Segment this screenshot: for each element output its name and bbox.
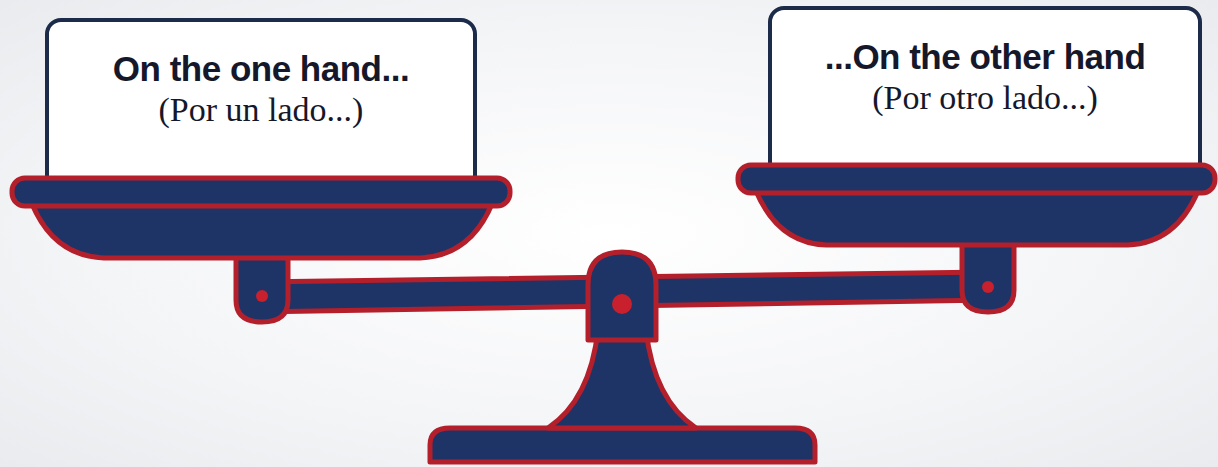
hanger <box>236 245 288 322</box>
pan-rim <box>738 165 1215 193</box>
pivot-dot <box>982 281 994 293</box>
heading-text: ...On the other hand <box>825 36 1146 78</box>
scale-base <box>430 428 815 462</box>
pan-rim <box>12 178 510 206</box>
scale-pan <box>32 204 492 258</box>
translation-text: (Por un lado...) <box>159 90 364 130</box>
text-box: ...On the other hand(Por otro lado...) <box>768 6 1202 176</box>
hanger <box>962 235 1014 312</box>
pivot-dot <box>256 290 268 302</box>
pivot-dot <box>612 294 632 314</box>
heading-text: On the one hand... <box>113 48 409 90</box>
scale-stem <box>548 330 696 428</box>
scale-beam <box>255 272 990 312</box>
scale-pivot <box>588 252 656 340</box>
scale-pan <box>756 191 1198 245</box>
translation-text: (Por otro lado...) <box>872 78 1098 118</box>
text-box: On the one hand...(Por un lado...) <box>45 18 477 188</box>
